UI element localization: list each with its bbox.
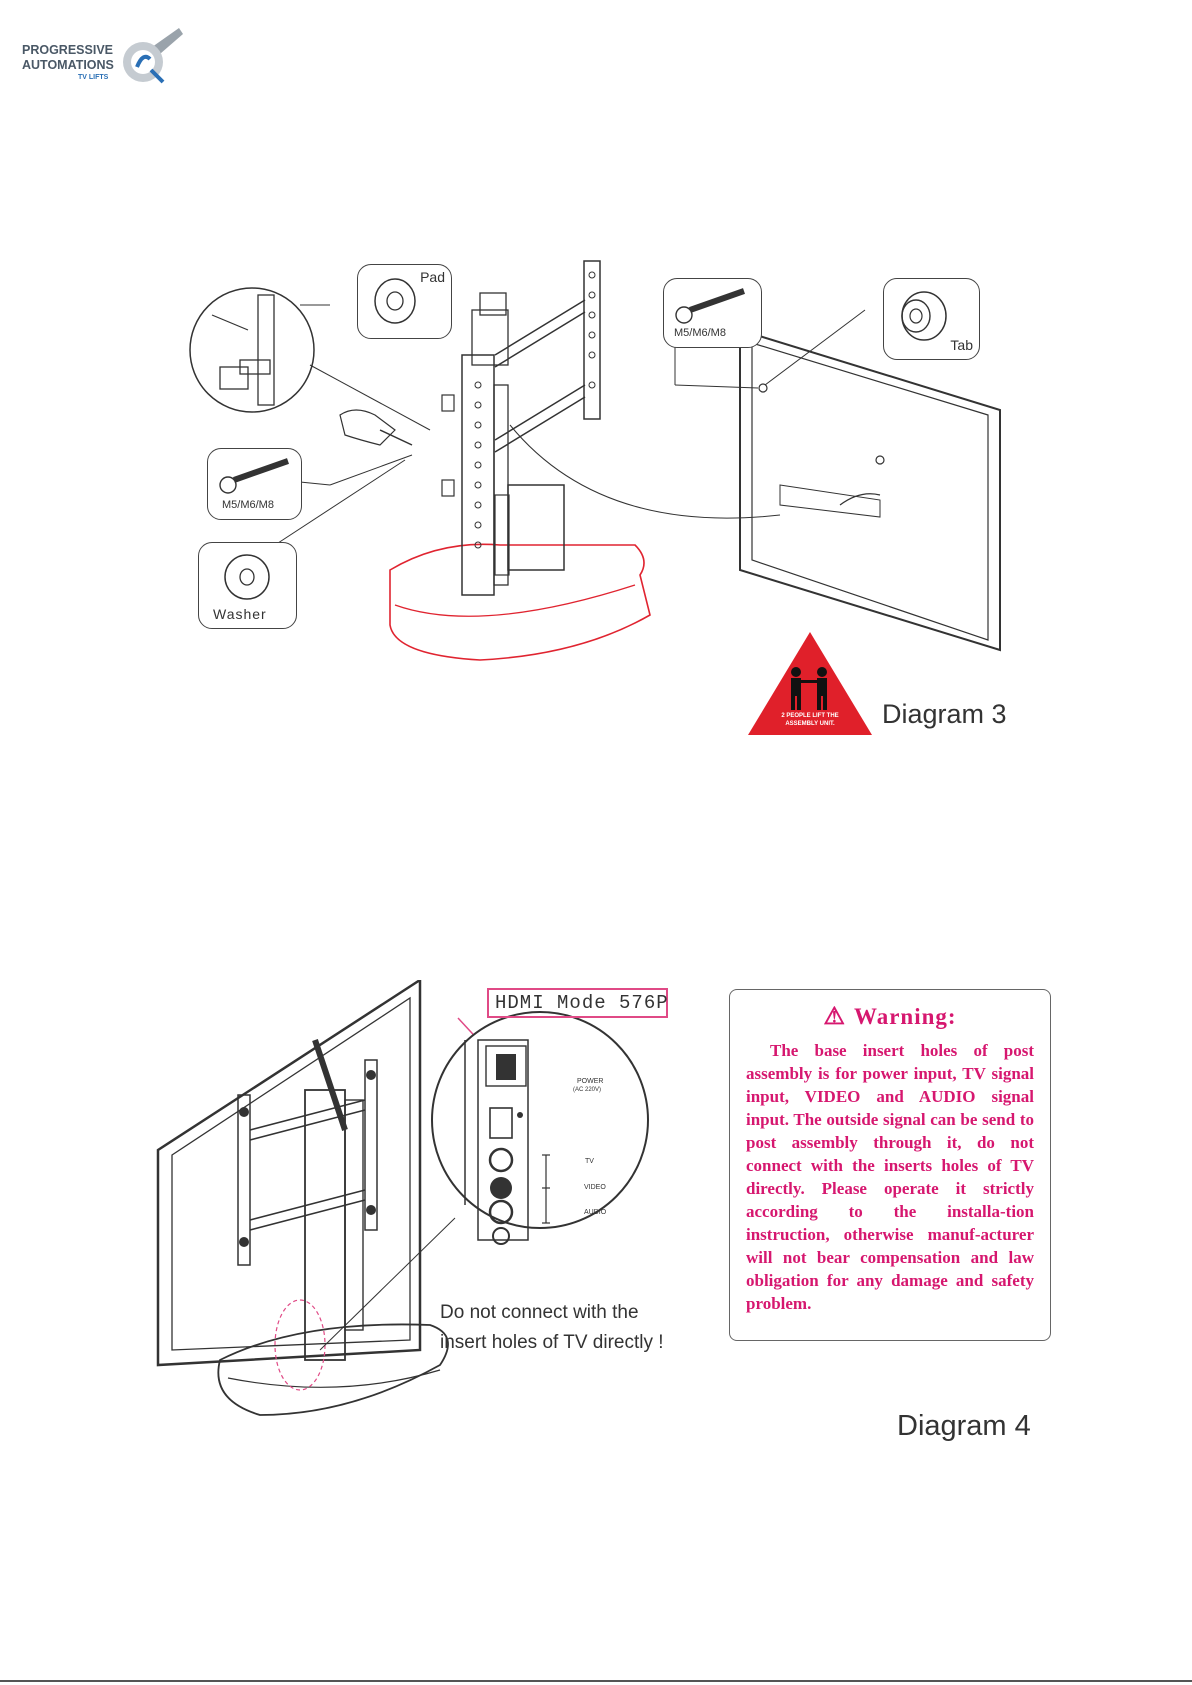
screw-left-callout: M5/M6/M8 <box>207 448 302 520</box>
logo-line3: TV LIFTS <box>78 74 109 81</box>
note-line-1: Do not connect with the <box>440 1302 639 1323</box>
washer-callout: Washer <box>198 542 297 629</box>
panel-label-power-sub: (AC 220V) <box>573 1087 602 1093</box>
diagram-4-title: Diagram 4 <box>897 1410 1031 1442</box>
screw-icon <box>675 288 745 324</box>
pad-label: Pad <box>420 269 445 285</box>
screw-icon <box>219 458 289 494</box>
tab-callout: Tab <box>883 278 980 360</box>
warning-triangle-icon: ⚠ <box>823 1004 846 1030</box>
diagram-3: Pad M5/M6/M8 Tab M5/M6/M8 Washer <box>180 255 1040 755</box>
panel-label-video: VIDEO <box>584 1184 606 1191</box>
sign-text-line2: ASSEMBLY UNIT. <box>785 721 835 727</box>
tab-label: Tab <box>950 337 973 353</box>
do-not-connect-note: Do not connect with the insert holes of … <box>440 1298 664 1358</box>
panel-label-power: POWER <box>577 1078 604 1085</box>
warning-box: ⚠ Warning: The base insert holes of post … <box>729 989 1051 1341</box>
pad-icon <box>374 278 416 324</box>
screw-top-label: M5/M6/M8 <box>674 327 726 339</box>
washer-icon <box>224 554 270 600</box>
note-line-2: insert holes of TV directly ! <box>440 1332 664 1353</box>
diagram-3-illustration <box>189 260 1001 661</box>
two-people-icon <box>748 632 872 735</box>
tab-icon <box>901 291 947 341</box>
magnifier-logo-icon <box>123 28 183 84</box>
warning-title-text: Warning: <box>853 1004 957 1029</box>
logo-line1: PROGRESSIVE <box>22 43 113 57</box>
page-bottom-rule <box>0 1680 1192 1682</box>
screw-left-label: M5/M6/M8 <box>222 499 274 511</box>
company-logo: PROGRESSIVE AUTOMATIONS TV LIFTS <box>20 22 195 86</box>
sign-text-line1: 2 PEOPLE LIFT THE <box>781 713 839 719</box>
diagram-4-illustration <box>156 980 649 1416</box>
logo-line2: AUTOMATIONS <box>22 58 114 72</box>
hdmi-mode-label: HDMI Mode 576P <box>487 988 668 1018</box>
panel-label-tv: TV <box>585 1158 594 1165</box>
screw-top-callout: M5/M6/M8 <box>663 278 762 348</box>
washer-label: Washer <box>213 606 267 622</box>
panel-label-audio: AUDIO <box>584 1209 607 1216</box>
diagram-3-title: Diagram 3 <box>882 699 1007 729</box>
warning-body: The base insert holes of post assembly i… <box>746 1041 1034 1313</box>
pad-callout: Pad <box>357 264 452 339</box>
warning-title: ⚠ Warning: <box>746 1002 1034 1031</box>
two-people-lift-sign: 2 PEOPLE LIFT THE ASSEMBLY UNIT. <box>748 632 872 735</box>
